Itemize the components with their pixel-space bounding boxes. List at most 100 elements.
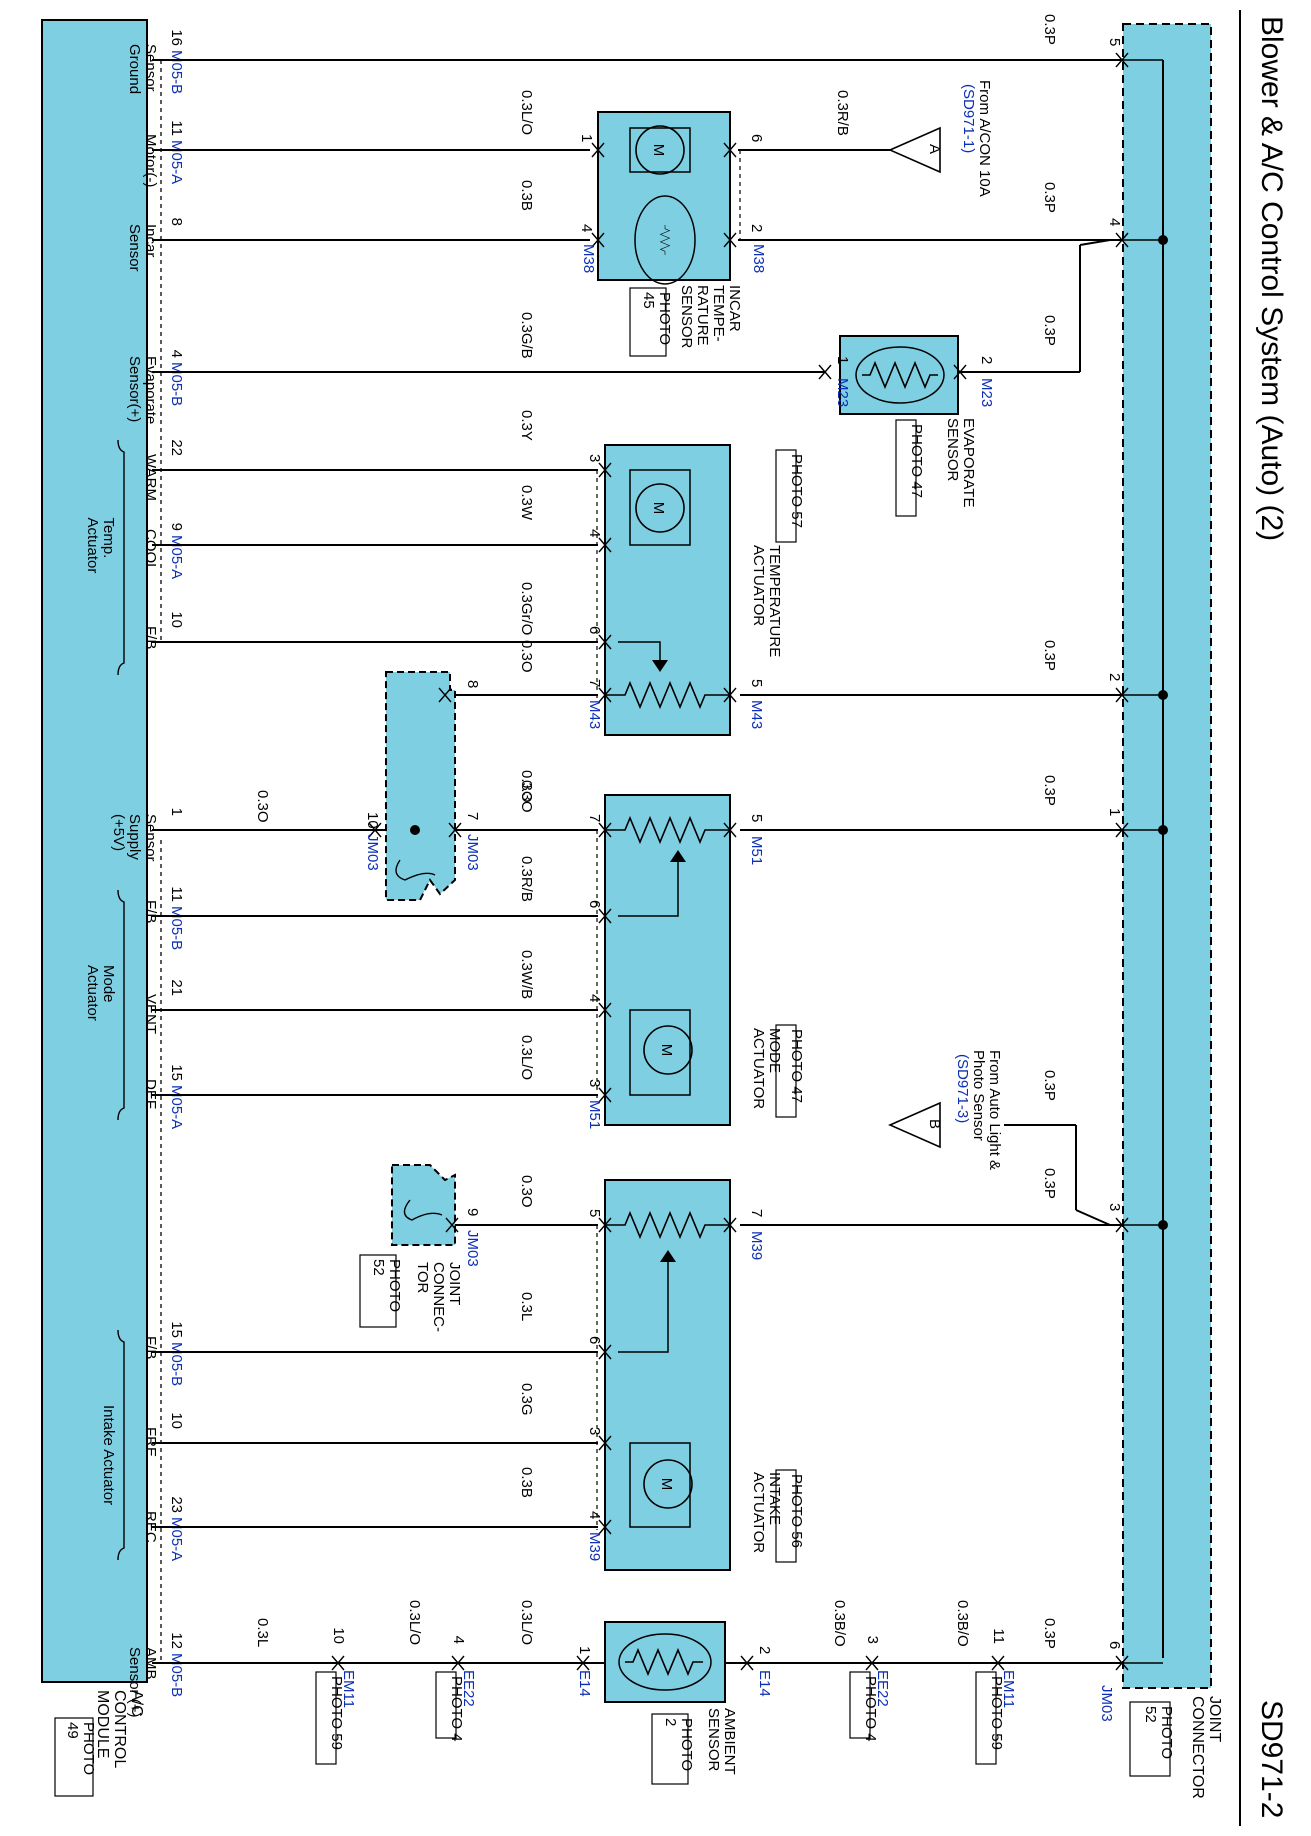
module-pin-number: 23	[168, 1496, 185, 1513]
svg-text:PHOTO 57: PHOTO 57	[788, 454, 805, 528]
svg-text:Sensor: Sensor	[142, 44, 159, 92]
joint-pin-number: 3	[1106, 1203, 1123, 1211]
connector-mark	[457, 1655, 465, 1671]
component-connector-code: M43	[586, 700, 603, 729]
joint-pin-number: 1	[1106, 808, 1123, 816]
group-brace	[117, 889, 125, 1121]
svg-text:Ground: Ground	[126, 44, 143, 94]
svg-text:0.3L: 0.3L	[518, 1292, 535, 1321]
reference-link: (SD971-3)	[954, 1054, 971, 1123]
wire-color-label: 0.3O	[518, 780, 535, 813]
wire-color-label: 0.3B	[518, 180, 535, 211]
joint-connector-code: JM03	[1098, 1685, 1115, 1722]
svg-text:Actuator: Actuator	[84, 965, 101, 1021]
photo-box	[435, 1671, 457, 1739]
svg-text:From Auto Light &: From Auto Light &	[986, 1050, 1003, 1170]
svg-text:Actuator: Actuator	[84, 518, 101, 574]
connector-mark	[1121, 1217, 1129, 1233]
component-connector-code: M38	[580, 244, 597, 273]
joint-pin-number: 4	[1106, 218, 1123, 226]
module-pin-number: 11	[168, 886, 185, 902]
svg-text:7: 7	[748, 1209, 765, 1217]
connector-mark	[1121, 232, 1129, 248]
module-pin-label: DEF	[142, 1079, 159, 1109]
diagram-code: SD971-2	[1255, 1700, 1288, 1818]
connector-mark	[374, 822, 382, 838]
motor-housing	[629, 1009, 691, 1096]
photo-box	[975, 1671, 997, 1765]
pin-number: 3	[586, 1079, 603, 1087]
wire-color-label: 0.3R/B	[518, 856, 535, 902]
svg-text:F/B: F/B	[142, 626, 159, 649]
pin-number: 1	[834, 356, 851, 364]
inline-pin-number: 11	[990, 1628, 1007, 1644]
svg-text:ACTUATOR: ACTUATOR	[750, 1028, 767, 1109]
reference-text: From A/CON 10A	[976, 80, 993, 197]
svg-text:F/B: F/B	[142, 900, 159, 923]
splice-dot	[1158, 825, 1168, 835]
module-pin-number: 12	[168, 1632, 185, 1649]
wiper-arrow	[660, 1250, 676, 1262]
connector-mark	[604, 1519, 612, 1535]
module-connector-code: M05-A	[168, 1517, 185, 1561]
svg-text:11: 11	[168, 886, 185, 902]
svg-text:JOINT: JOINT	[1206, 1696, 1223, 1742]
svg-text:EM11: EM11	[1000, 1670, 1017, 1708]
wire	[1079, 239, 1111, 246]
svg-text:F/B: F/B	[142, 1336, 159, 1359]
svg-text:ACTUATOR: ACTUATOR	[750, 1472, 767, 1553]
pin-number: 7	[586, 679, 603, 687]
svg-text:4: 4	[586, 994, 603, 1002]
module-pin-label: WARM	[142, 454, 159, 501]
svg-text:0.3W: 0.3W	[518, 485, 535, 521]
wire-color-label: 0.3P	[1041, 14, 1058, 45]
connector-mark	[604, 634, 612, 650]
svg-text:0.3P: 0.3P	[1041, 640, 1058, 671]
svg-text:0.3P: 0.3P	[1041, 1618, 1058, 1649]
module-pin-number: 15	[168, 1321, 185, 1338]
svg-text:M23: M23	[834, 378, 851, 407]
svg-text:Supply: Supply	[126, 814, 143, 860]
component-photo: PHOTO 57	[788, 454, 805, 528]
svg-text:6: 6	[586, 626, 603, 634]
inline-photo: PHOTO 4	[862, 1676, 879, 1742]
wire-color-label: 0.3B/O	[954, 1600, 971, 1647]
svg-text:(SD971-3): (SD971-3)	[954, 1054, 971, 1123]
inline-connector-code: EM11	[1000, 1670, 1017, 1708]
svg-text:CONTROL: CONTROL	[111, 1690, 128, 1768]
wire-color-label: 0.3L/O	[518, 1600, 535, 1645]
pin-number: 3	[586, 454, 603, 462]
module-pin-number: 11	[168, 120, 185, 136]
svg-text:AMBIENT: AMBIENT	[721, 1708, 738, 1775]
jm03-symbol	[395, 859, 436, 881]
pin-number: 4	[586, 529, 603, 537]
wire-color-label: 0.3Gr/O	[518, 582, 535, 635]
wiper-arrow	[652, 660, 668, 672]
component-connector-code: M51	[586, 1100, 603, 1129]
svg-text:JOINT: JOINT	[446, 1262, 463, 1305]
svg-text:M51: M51	[586, 1100, 603, 1129]
connector-mark	[729, 232, 737, 248]
svg-text:(SD971-1): (SD971-1)	[960, 84, 977, 153]
module-pin-label: F/B	[142, 626, 159, 649]
pin-number: 9	[464, 1208, 481, 1216]
wire-color-label: 0.3L/O	[518, 1035, 535, 1080]
svg-text:M05-B: M05-B	[168, 362, 185, 406]
svg-text:WARM: WARM	[142, 454, 159, 501]
svg-text:2: 2	[978, 356, 995, 364]
component-connector-code: E14	[576, 1670, 593, 1697]
wire-color-label: 0.3G/B	[518, 312, 535, 359]
svg-text:A/C: A/C	[128, 1690, 145, 1717]
connector-mark	[604, 1087, 612, 1103]
svg-text:0.3G: 0.3G	[518, 1383, 535, 1416]
connector-mark	[1121, 687, 1129, 703]
svg-text:4: 4	[168, 350, 185, 358]
module-pin-label: Motor(-)	[142, 134, 159, 187]
svg-text:0.3R/B: 0.3R/B	[518, 856, 535, 902]
connector-mark	[604, 822, 612, 838]
